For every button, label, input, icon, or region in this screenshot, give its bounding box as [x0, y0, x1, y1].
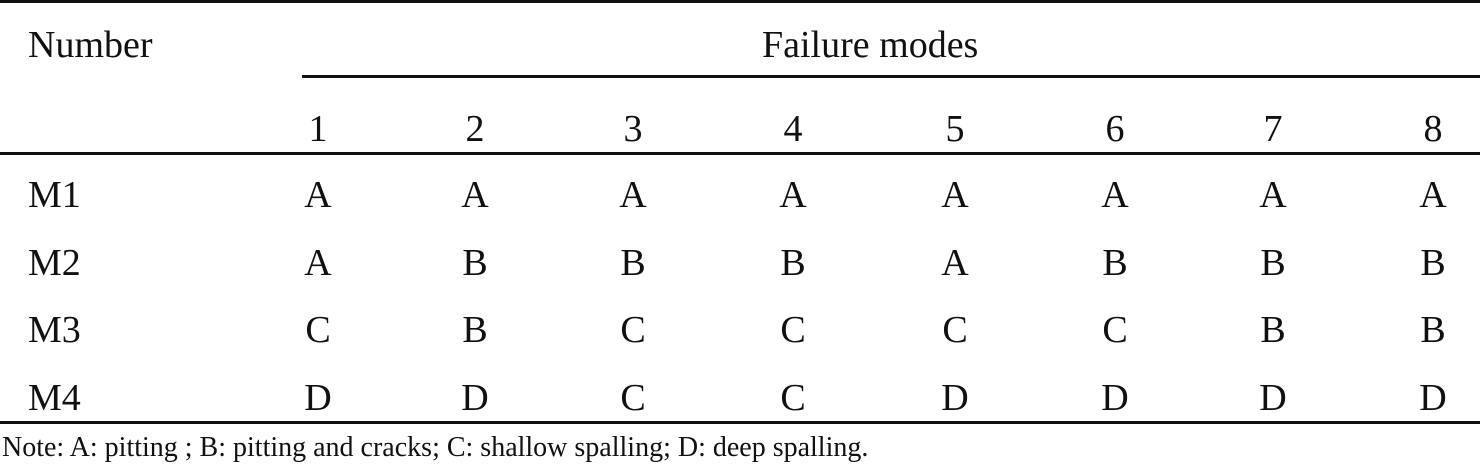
column-header-4: 4: [783, 108, 803, 150]
column-header-7: 7: [1263, 108, 1283, 150]
column-header-8: 8: [1423, 108, 1443, 150]
row-label: M3: [28, 309, 81, 351]
table-cell: B: [1260, 242, 1286, 284]
table-cell: C: [942, 309, 968, 351]
column-header-2: 2: [465, 108, 485, 150]
table-cell: B: [462, 242, 488, 284]
table-cell: C: [780, 309, 806, 351]
table-cell: A: [619, 174, 647, 216]
table-cell: A: [1259, 174, 1287, 216]
column-header-5: 5: [945, 108, 965, 150]
table-cell: B: [1420, 242, 1446, 284]
table-cell: D: [941, 377, 969, 419]
row-label: M2: [28, 242, 81, 284]
header-bottom-rule: [0, 152, 1480, 155]
table-cell: A: [1419, 174, 1447, 216]
table-cell: B: [620, 242, 646, 284]
table-cell: D: [304, 377, 332, 419]
table-cell: B: [1102, 242, 1128, 284]
table-cell: C: [620, 377, 646, 419]
table-cell: B: [462, 309, 488, 351]
column-header-6: 6: [1105, 108, 1125, 150]
table-cell: B: [780, 242, 806, 284]
table-cell: D: [461, 377, 489, 419]
column-header-3: 3: [623, 108, 643, 150]
header-number: Number: [28, 24, 153, 66]
table-cell: C: [780, 377, 806, 419]
table-cell: A: [941, 174, 969, 216]
table-cell: C: [305, 309, 331, 351]
top-rule: [0, 0, 1480, 3]
table-note: Note: A: pitting ; B: pitting and cracks…: [2, 432, 869, 463]
table-cell: D: [1259, 377, 1287, 419]
table-cell: A: [1101, 174, 1129, 216]
column-header-1: 1: [308, 108, 328, 150]
table-cell: B: [1260, 309, 1286, 351]
row-label: M1: [28, 174, 81, 216]
table-cell: A: [461, 174, 489, 216]
table-cell: A: [304, 242, 332, 284]
header-failure-modes: Failure modes: [762, 24, 979, 66]
table-cell: A: [304, 174, 332, 216]
table-cell: C: [1102, 309, 1128, 351]
table-cell: A: [779, 174, 807, 216]
row-label: M4: [28, 377, 81, 419]
bottom-rule: [0, 421, 1480, 424]
table-cell: D: [1419, 377, 1447, 419]
table-cell: B: [1420, 309, 1446, 351]
table-cell: A: [941, 242, 969, 284]
group-underline-rule: [302, 75, 1480, 78]
table-cell: C: [620, 309, 646, 351]
table-cell: D: [1101, 377, 1129, 419]
